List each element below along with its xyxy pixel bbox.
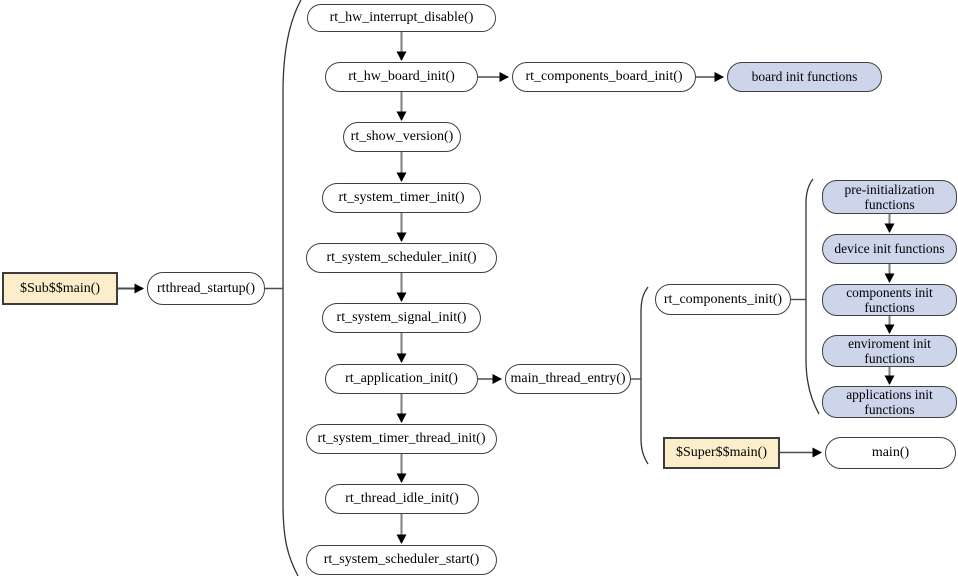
node-board-init-functions: board init functions [727,62,882,92]
brace-main-thread [640,286,649,465]
node-rtthread-startup: rtthread_startup() [147,272,265,305]
node-rt-hw-interrupt-disable: rt_hw_interrupt_disable() [307,4,496,32]
brace-startup-sequence [282,0,302,576]
node-rt-system-signal-init: rt_system_signal_init() [322,303,481,333]
brace-component-stages [805,178,820,415]
node-rt-system-scheduler-init: rt_system_scheduler_init() [306,243,497,273]
node-rt-components-init: rt_components_init() [655,284,791,315]
node-components-init-functions: components init functions [822,284,957,316]
node-enviroment-init-functions: enviroment init functions [822,335,957,367]
node-super-main: $Super$$main() [663,437,780,469]
node-applications-init-functions: applications init functions [822,386,957,418]
node-main-thread-entry: main_thread_entry() [505,364,631,394]
node-rt-system-scheduler-start: rt_system_scheduler_start() [306,545,497,575]
node-rt-system-timer-init: rt_system_timer_init() [322,183,481,213]
node-rt-system-timer-thread-init: rt_system_timer_thread_init() [306,424,497,454]
node-device-init-functions: device init functions [822,234,957,264]
node-main: main() [825,437,956,469]
node-sub-main: $Sub$$main() [2,272,118,305]
node-rt-hw-board-init: rt_hw_board_init() [325,62,478,92]
node-rt-components-board-init: rt_components_board_init() [512,62,696,92]
node-pre-initialization-functions: pre-initialization functions [822,180,957,214]
node-rt-show-version: rt_show_version() [343,122,461,152]
node-rt-thread-idle-init: rt_thread_idle_init() [325,484,479,514]
node-rt-application-init: rt_application_init() [325,364,478,394]
